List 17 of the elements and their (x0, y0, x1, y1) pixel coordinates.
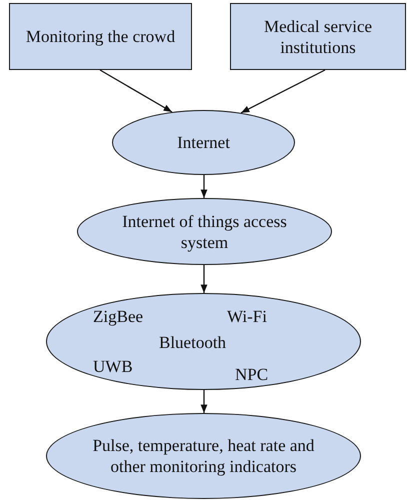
arrow (240, 69, 326, 114)
node-label: ZigBee (93, 308, 144, 325)
node-label: UWB (93, 358, 133, 375)
node-label: Medical service institutions (262, 16, 374, 58)
node-label: Monitoring the crowd (26, 26, 176, 47)
arrow (200, 390, 208, 413)
node-label: Internet of things access system (121, 210, 288, 252)
node-label: Pulse, temperature, heat rate and other monitoring indicators (92, 435, 316, 477)
arrow (200, 175, 208, 198)
arrow (100, 69, 172, 112)
process-box (230, 3, 406, 70)
node-label: NPC (235, 366, 268, 383)
node-label: Bluetooth (159, 334, 226, 351)
node-label: Wi-Fi (227, 308, 267, 325)
arrow (200, 265, 208, 293)
node-label: Internet (177, 132, 230, 153)
process-box (9, 3, 192, 70)
